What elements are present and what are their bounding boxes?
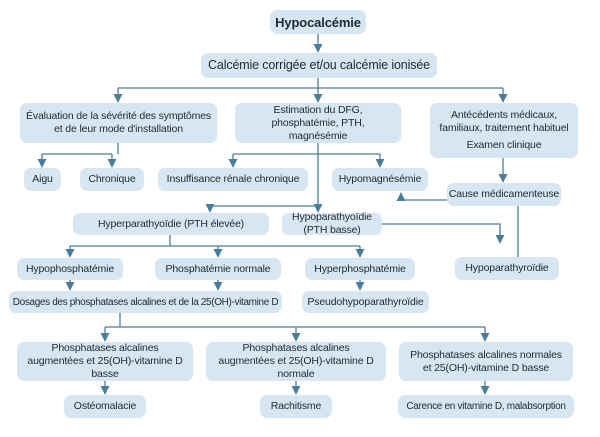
node-calcemie: Calcémie corrigée et/ou calcémie ionisée xyxy=(201,53,437,78)
node-pseudohypoparathyroidie-label: Pseudohypoparathyroïdie xyxy=(307,295,424,308)
node-hyperphosphatemie-label: Hyperphosphatémie xyxy=(314,262,406,275)
node-cause-medicamenteuse-label: Cause médicamenteuse xyxy=(448,188,560,200)
node-hypoparathyroidie-pth: Hypoparathyoïdie (PTH basse) xyxy=(282,211,382,236)
node-hypoparathyroidie: Hypoparathyroïdie xyxy=(455,257,559,280)
node-evaluation: Évaluation de la sévérité des symptômes … xyxy=(20,103,217,143)
node-phosphatemie-normale: Phosphatémie normale xyxy=(155,258,281,280)
node-hyperparathyroidie: Hyperparathyoïdie (PTH élevée) xyxy=(73,213,269,235)
node-antecedents: Antécédents médicaux, familiaux, traitem… xyxy=(430,103,578,158)
node-aigu-label: Aigu xyxy=(32,173,53,185)
node-examen-label: Examen clinique xyxy=(466,139,542,151)
node-pal-norm-vitd-basse: Phosphatases alcalines normales et 25(OH… xyxy=(399,342,573,381)
node-carence: Carence en vitamine D, malabsorption xyxy=(398,395,574,418)
node-cause-medicamenteuse: Cause médicamenteuse xyxy=(447,183,561,206)
node-hypoparathyroidie-pth-label: Hypoparathyoïdie (PTH basse) xyxy=(292,211,372,236)
node-aigu: Aigu xyxy=(24,168,61,191)
node-insuffisance: Insuffisance rénale chronique xyxy=(158,168,308,191)
node-hypomagnesemie-label: Hypomagnésémie xyxy=(338,173,422,185)
node-pal-norm-vitd-basse-label: Phosphatases alcalines normales et 25(OH… xyxy=(410,348,562,374)
node-phosphatemie-normale-label: Phosphatémie normale xyxy=(165,262,271,275)
node-calcemie-label: Calcémie corrigée et/ou calcémie ionisée xyxy=(208,58,430,72)
edge-evaluation-split xyxy=(42,143,119,155)
edge-dosages-split xyxy=(105,313,485,328)
node-insuffisance-label: Insuffisance rénale chronique xyxy=(166,173,300,185)
node-pal-aug-vitd-basse-label: Phosphatases alcalines augmentées et 25(… xyxy=(27,342,183,380)
node-hypophosphatemie-label: Hypophosphatémie xyxy=(25,262,115,275)
node-hyperparathyroidie-label: Hyperparathyoïdie (PTH élevée) xyxy=(97,217,245,230)
edge-hypopara-hypoparathyroidie xyxy=(382,223,505,244)
node-hypocalcemie-label: Hypocalcémie xyxy=(275,14,361,30)
node-pal-aug-vitd-normale: Phosphatases alcalines augmentées et 25(… xyxy=(206,342,386,381)
node-rachitisme-label: Rachitisme xyxy=(270,400,322,412)
node-carence-label: Carence en vitamine D, malabsorption xyxy=(406,401,566,412)
node-antecedents-label: Antécédents médicaux, familiaux, traitem… xyxy=(439,109,569,134)
node-pal-aug-vitd-basse: Phosphatases alcalines augmentées et 25(… xyxy=(17,342,193,381)
node-estimation-label: Estimation du DFG, phosphatémie, PTH, ma… xyxy=(271,103,365,142)
node-osteomalacie-label: Ostéomalacie xyxy=(73,400,137,412)
node-estimation: Estimation du DFG, phosphatémie, PTH, ma… xyxy=(235,103,401,143)
node-pseudohypoparathyroidie: Pseudohypoparathyroïdie xyxy=(302,291,429,313)
node-dosages-label: Dosages des phosphatases alcalines et de… xyxy=(12,296,279,308)
node-hypomagnesemie: Hypomagnésémie xyxy=(332,168,428,191)
edge-estimation-down xyxy=(210,154,319,207)
node-dosages: Dosages des phosphatases alcalines et de… xyxy=(9,291,282,313)
node-hypophosphatemie: Hypophosphatémie xyxy=(17,258,123,280)
node-chronique: Chronique xyxy=(80,168,144,191)
edge-estimation-split xyxy=(233,143,380,155)
node-hypoparathyroidie-label: Hypoparathyroïdie xyxy=(465,262,549,274)
edge-hyperpara-split xyxy=(70,234,360,247)
node-chronique-label: Chronique xyxy=(88,173,136,185)
node-pal-aug-vitd-normale-label: Phosphatases alcalines augmentées et 25(… xyxy=(218,342,374,380)
node-evaluation-label: Évaluation de la sévérité des symptômes … xyxy=(26,110,211,135)
node-hypocalcemie: Hypocalcémie xyxy=(270,10,366,34)
node-osteomalacie: Ostéomalacie xyxy=(64,395,146,418)
edge-calcemie-branches xyxy=(118,78,503,89)
node-hyperphosphatemie: Hyperphosphatémie xyxy=(305,258,415,280)
node-rachitisme: Rachitisme xyxy=(260,395,332,418)
